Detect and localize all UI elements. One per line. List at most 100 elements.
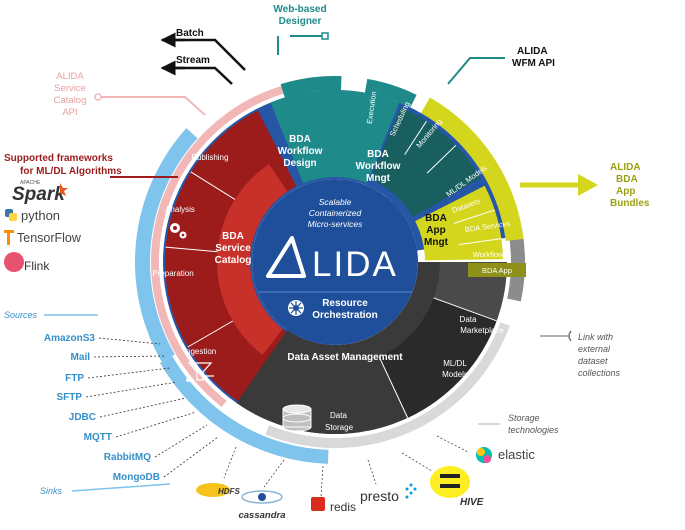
app-title-line-2: App xyxy=(426,225,445,236)
wfm-divider-0 xyxy=(404,120,427,155)
catalog-title-line-2: Service xyxy=(215,243,251,254)
data-item-models-line-2: Models xyxy=(442,370,468,379)
data-divider-1 xyxy=(378,356,409,419)
design-title-line-3: Design xyxy=(283,158,316,169)
sources-label: Sources xyxy=(4,310,38,320)
storage-ring xyxy=(265,322,510,448)
bundles-arrow-icon xyxy=(578,174,598,196)
python-logo: python xyxy=(21,208,60,223)
wfm-api-label-line-2: WFM API xyxy=(512,58,555,69)
catalog-inner-sector xyxy=(216,164,288,355)
source-connector-mongodb xyxy=(163,436,219,478)
service-api-label-line-2: Service xyxy=(54,83,86,94)
data-item-marketplace-line-1: Data xyxy=(460,315,477,324)
alida-logo-icon xyxy=(266,236,306,278)
center-caption-line-3: Micro-services xyxy=(308,219,364,229)
bundles-label-line-3: App xyxy=(616,186,635,197)
gears-icon xyxy=(170,223,187,239)
spark-superscript: APACHE xyxy=(20,180,41,186)
elastic-logo: elastic xyxy=(498,447,535,462)
source-jdbc: JDBC xyxy=(69,412,96,423)
source-connector-sftp xyxy=(85,381,178,398)
elastic-icon xyxy=(476,447,492,463)
source-mail: Mail xyxy=(71,352,91,363)
link-label-line-4: collections xyxy=(578,368,621,378)
wfm-divider-1 xyxy=(426,144,457,174)
hdfs-logo: HDFS xyxy=(218,487,240,496)
app-title-line-3: Mngt xyxy=(424,237,449,248)
catalog-item-publishing: Publishing xyxy=(192,153,229,162)
data-item-marketplace-line-2: Marketplace xyxy=(460,326,504,335)
design-outer-ring xyxy=(280,75,342,98)
tensorflow-logo: TensorFlow xyxy=(17,231,82,245)
source-connector-rabbitmq xyxy=(154,424,208,458)
hive-logo: HIVE xyxy=(460,497,484,508)
sub-dividers xyxy=(165,120,502,419)
data-item-storage-line-1: Data xyxy=(330,411,347,420)
data-title: Data Asset Management xyxy=(287,352,403,363)
frameworks-label-line-1: Supported frameworks xyxy=(4,153,113,164)
catalog-item-analysis: Analysis xyxy=(165,205,195,214)
source-connector-ftp xyxy=(87,367,171,379)
wfm-title-line-1: BDA xyxy=(367,149,389,160)
outer-rings xyxy=(135,75,525,464)
presto-dots-icon xyxy=(405,483,417,499)
sectors xyxy=(163,89,507,435)
catalog-item-preparation: Preparation xyxy=(152,269,193,278)
app-item-workflows: Workflows xyxy=(473,250,508,259)
web-designer-node-icon xyxy=(321,32,329,40)
source-sftp: SFTP xyxy=(56,392,82,403)
wfm-sector xyxy=(370,107,481,217)
redis-logo: redis xyxy=(330,500,356,514)
python-icon xyxy=(5,209,17,221)
source-amazons3: AmazonS3 xyxy=(44,333,96,344)
presto-logo: presto xyxy=(360,488,399,504)
link-label-line-2: external xyxy=(578,344,611,354)
design-sector xyxy=(270,89,400,184)
service-api-label-line-1: ALIDA xyxy=(56,71,84,82)
catalog-divider-0 xyxy=(187,320,234,348)
redis-cube-icon xyxy=(311,497,325,511)
catalog-divider-1 xyxy=(165,246,218,253)
cassandra-logo: cassandra xyxy=(238,510,285,521)
source-mqtt: MQTT xyxy=(84,432,112,443)
sources-ring-band xyxy=(135,128,198,362)
bundles-label-line-4: Bundles xyxy=(610,198,650,209)
source-mongodb: MongoDB xyxy=(113,472,160,483)
flink-logo: Flink xyxy=(24,259,50,273)
app-item-bda-app: BDA App xyxy=(482,266,512,275)
bundles-label-line-2: BDA xyxy=(616,174,638,185)
catalog-divider-2 xyxy=(190,171,236,200)
storage-tech-label-line-2: technologies xyxy=(508,425,559,435)
center-caption-line-2: Containerized xyxy=(309,208,362,218)
spark-logo: Spark xyxy=(12,184,66,205)
link-bracket-icon xyxy=(568,330,572,342)
source-rabbitmq: RabbitMQ xyxy=(104,452,151,463)
catalog-item-ingestion: Ingestion xyxy=(184,347,216,356)
wfm-title-line-3: Mngt xyxy=(366,173,391,184)
app-outer-ring xyxy=(421,97,524,242)
batch-label: Batch xyxy=(176,28,204,39)
service-api-node-icon xyxy=(94,93,102,101)
sinks-connector xyxy=(71,483,171,492)
link-label-line-3: dataset xyxy=(578,356,608,366)
sinks-label: Sinks xyxy=(40,486,63,496)
alida-logo-text: LIDA xyxy=(312,245,398,284)
wfm-outer-ring xyxy=(364,78,417,108)
tensorflow-icon xyxy=(4,230,14,245)
service-api-label-line-3: Catalog xyxy=(54,95,87,106)
orchestration-label-line-1: Resource xyxy=(322,298,368,309)
link-label-line-1: Link with xyxy=(578,332,613,342)
storage-logo-connectors xyxy=(223,435,469,497)
flink-squirrel-icon xyxy=(4,252,24,272)
spark-star-icon xyxy=(60,183,68,196)
web-designer-label-line-1: Web-based xyxy=(273,4,326,15)
catalog-title-line-1: BDA xyxy=(222,231,244,242)
design-title-line-1: BDA xyxy=(289,134,311,145)
kubernetes-icon xyxy=(288,300,304,316)
data-divider-0 xyxy=(433,297,497,322)
web-designer-label-line-2: Designer xyxy=(279,16,322,27)
source-connector-jdbc xyxy=(99,397,187,418)
framework-logos: APACHE Spark python TensorFlow Flink xyxy=(4,180,82,273)
